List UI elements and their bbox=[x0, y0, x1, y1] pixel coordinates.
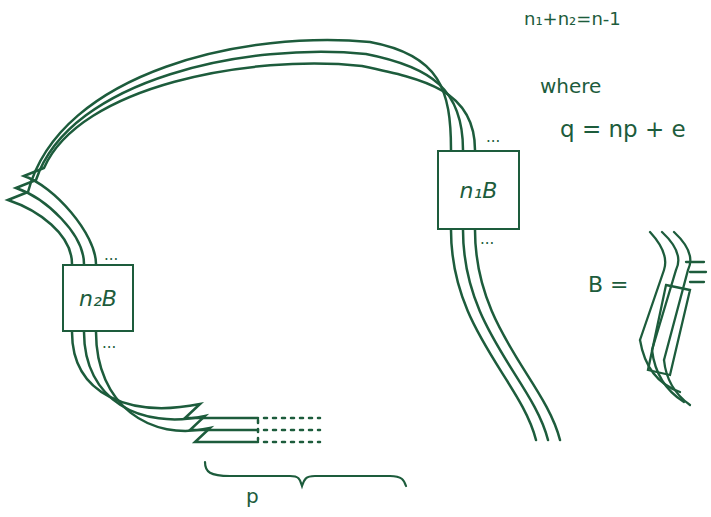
strand bbox=[463, 230, 548, 440]
strand-band bbox=[8, 40, 475, 264]
strand bbox=[475, 230, 560, 440]
dotted-strand bbox=[264, 417, 320, 420]
braid-box: n₁B bbox=[437, 150, 520, 230]
braid-symbol bbox=[640, 232, 706, 405]
dotted-strand bbox=[264, 441, 320, 444]
dotted-strand bbox=[264, 429, 320, 432]
braid-box: n₂B bbox=[62, 264, 134, 332]
note-label: p bbox=[246, 484, 259, 508]
note-label: n₁+n₂=n-1 bbox=[524, 8, 621, 29]
note-label: ... bbox=[102, 334, 116, 352]
box-label: n₁B bbox=[460, 178, 498, 203]
note-label: B = bbox=[588, 272, 629, 297]
note-label: where bbox=[540, 74, 601, 98]
brace bbox=[205, 462, 406, 486]
note-label: ... bbox=[480, 230, 494, 248]
strand bbox=[451, 230, 536, 440]
box-label: n₂B bbox=[79, 286, 117, 311]
strand bbox=[72, 332, 258, 418]
note-label: ... bbox=[104, 246, 118, 264]
note-label: q = np + e bbox=[560, 116, 686, 142]
dotted-strand bbox=[257, 420, 260, 440]
strand bbox=[84, 332, 258, 430]
note-label: ... bbox=[486, 128, 500, 146]
strand bbox=[96, 332, 258, 442]
